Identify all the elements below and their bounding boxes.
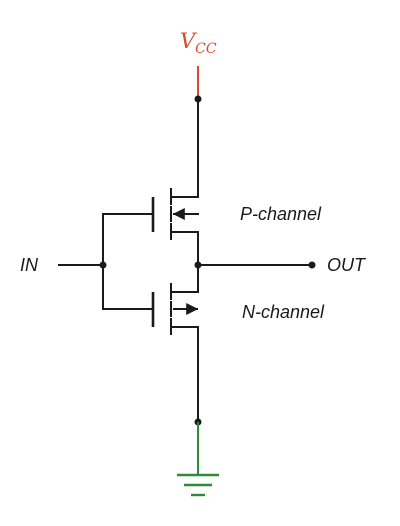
output-junction-node — [194, 261, 202, 269]
pmos-transistor — [151, 188, 199, 240]
nmos-transistor — [151, 283, 199, 335]
input-label: IN — [20, 255, 39, 275]
vcc-label: VCC — [180, 29, 217, 57]
output-label: OUT — [327, 255, 367, 275]
n-channel-label: N-channel — [242, 302, 325, 322]
ground-symbol-icon — [177, 422, 219, 497]
input-node — [99, 261, 107, 269]
output-terminal-node — [308, 261, 316, 269]
p-channel-label: P-channel — [240, 204, 322, 224]
vcc-label-sub: CC — [195, 41, 217, 57]
vcc-label-main: V — [180, 29, 197, 53]
